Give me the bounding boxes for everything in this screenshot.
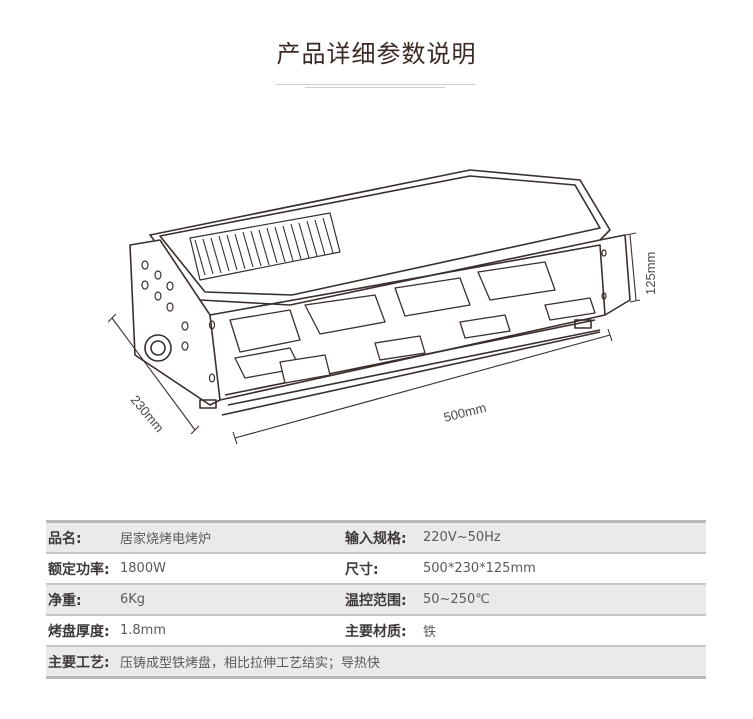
height-dimension-label: 125mm (643, 252, 658, 295)
spec-value: 220V~50Hz (423, 530, 501, 545)
spec-label: 输入规格: (345, 530, 407, 547)
width-dimension-label: 500mm (442, 400, 488, 425)
spec-value: 1.8mm (120, 623, 167, 638)
spec-value: 6Kg (120, 592, 146, 607)
spec-label: 额定功率: (48, 561, 110, 578)
spec-label: 净重: (48, 592, 82, 609)
spec-row: 额定功率: 1800W 尺寸: 500*230*125mm (46, 554, 706, 585)
spec-row: 品名: 居家烧烤电烤炉 输入规格: 220V~50Hz (46, 523, 706, 554)
spec-row-process: 主要工艺: 压铸成型铁烤盘，相比拉伸工艺结实；导热快 (46, 647, 706, 679)
spec-label: 温控范围: (345, 592, 407, 609)
spec-label: 品名: (48, 530, 82, 547)
title-divider (275, 84, 475, 88)
page-title: 产品详细参数说明 (276, 40, 477, 68)
spec-row: 烤盘厚度: 1.8mm 主要材质: 铁 (46, 616, 706, 647)
spec-value: 铁 (423, 625, 437, 640)
product-line-drawing: 230mm 500mm 125mm (107, 169, 658, 445)
spec-value: 500*230*125mm (423, 561, 536, 576)
spec-value: 50~250℃ (423, 592, 490, 607)
spec-label: 主要工艺: (48, 654, 110, 671)
depth-dimension-label: 230mm (128, 392, 167, 435)
spec-label: 烤盘厚度: (48, 623, 110, 640)
spec-table: 品名: 居家烧烤电烤炉 输入规格: 220V~50Hz 额定功率: 1800W … (46, 520, 706, 679)
spec-value: 居家烧烤电烤炉 (120, 532, 212, 547)
spec-label: 主要材质: (345, 623, 407, 640)
spec-row: 净重: 6Kg 温控范围: 50~250℃ (46, 585, 706, 616)
spec-value: 1800W (120, 561, 166, 576)
spec-value: 压铸成型铁烤盘，相比拉伸工艺结实；导热快 (120, 656, 381, 671)
spec-label: 尺寸: (345, 561, 379, 578)
